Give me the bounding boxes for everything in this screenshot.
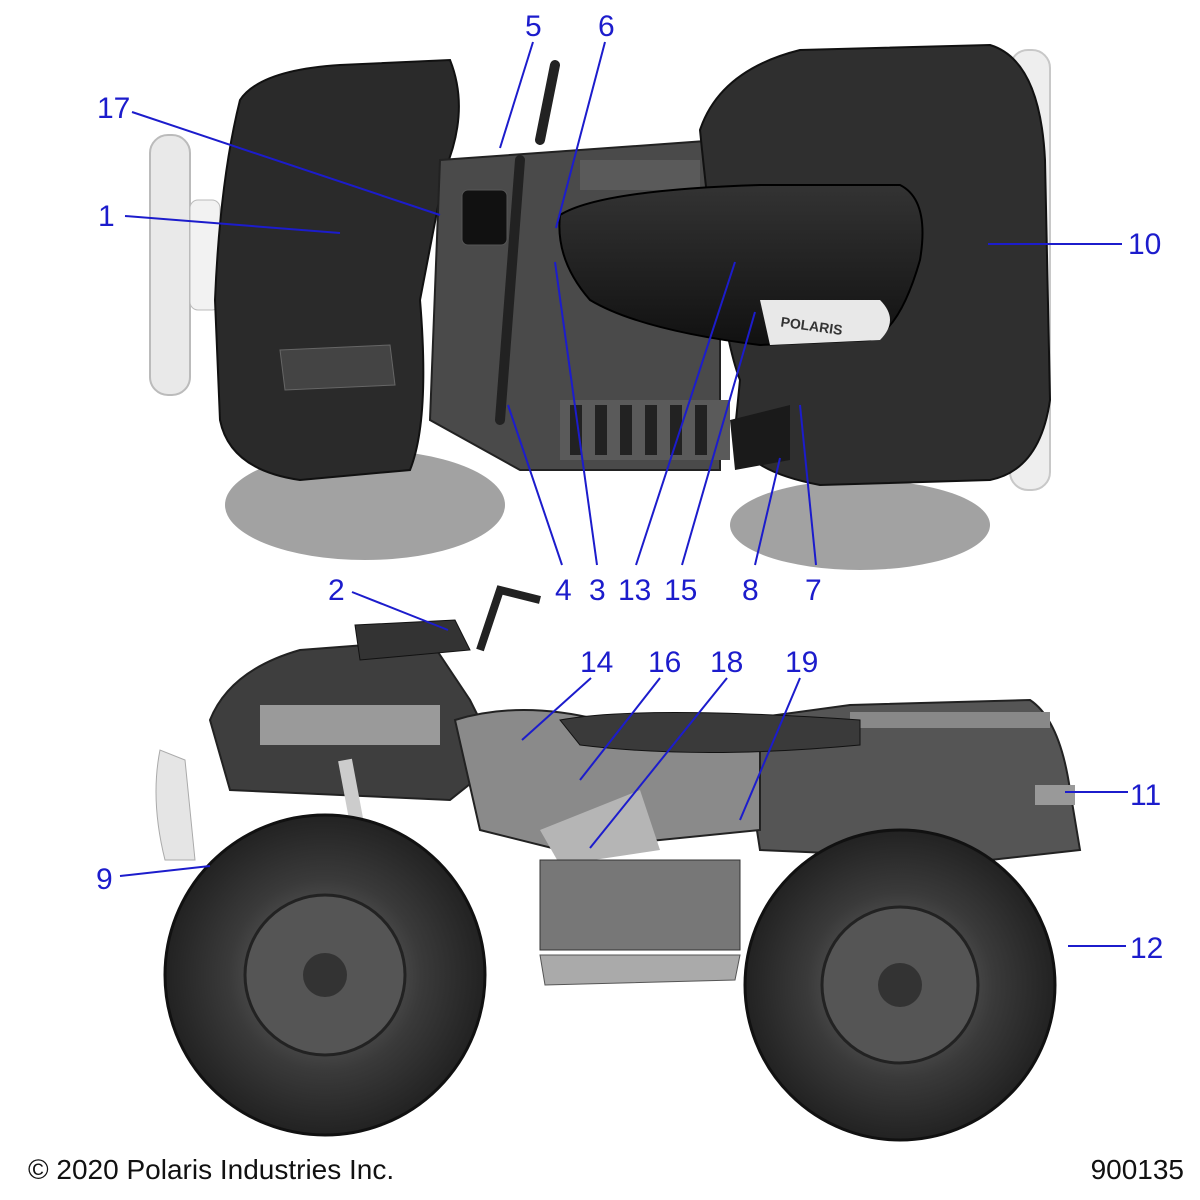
callout-15: 15	[664, 574, 697, 607]
headlight-pod	[354, 619, 471, 661]
callout-11: 11	[1130, 779, 1161, 812]
callout-7: 7	[805, 574, 822, 607]
copyright-text: © 2020 Polaris Industries Inc.	[28, 1154, 395, 1185]
front-vent-top	[279, 344, 396, 391]
side-view-atv	[155, 585, 1082, 1142]
rear-wheel-side	[743, 828, 1057, 1142]
callout-2: 2	[328, 574, 345, 607]
seat-logo-panel	[760, 300, 890, 345]
callout-16: 16	[648, 646, 681, 679]
top-view-atv: POLARIS	[149, 43, 1052, 570]
front-rack	[260, 705, 440, 745]
figure-number: 900135	[1090, 1154, 1184, 1185]
callout-18: 18	[710, 646, 743, 679]
front-wheel-side	[163, 813, 487, 1137]
callout-12: 12	[1130, 932, 1163, 965]
callout-14: 14	[580, 646, 613, 679]
callout-4: 4	[555, 574, 572, 607]
callouts: 17 1 5 6 10 4 3 13 15 8 7 2 14	[96, 10, 1163, 965]
rear-rack	[850, 712, 1050, 728]
callout-13: 13	[618, 574, 651, 607]
engine-area	[539, 859, 741, 951]
callout-5: 5	[525, 10, 542, 43]
seat-side	[559, 712, 861, 753]
callout-17: 17	[97, 92, 130, 125]
gauge-pod-top	[461, 189, 508, 246]
side-decal-area	[540, 790, 660, 865]
callout-10: 10	[1128, 228, 1161, 261]
callout-19: 19	[785, 646, 818, 679]
rear-footwell	[730, 405, 790, 470]
front-bumper-side	[155, 749, 196, 861]
callout-6: 6	[598, 10, 615, 43]
front-bumper-top	[149, 134, 221, 396]
callout-1: 1	[98, 200, 115, 233]
front-fender-top	[213, 58, 460, 482]
handlebar-top	[495, 60, 560, 425]
callout-3: 3	[589, 574, 606, 607]
footrest-grille	[560, 160, 730, 460]
tail-light	[1035, 785, 1075, 805]
callout-9: 9	[96, 863, 113, 896]
callout-8: 8	[742, 574, 759, 607]
handlebar-side	[476, 585, 541, 652]
footrest-side	[539, 954, 741, 986]
